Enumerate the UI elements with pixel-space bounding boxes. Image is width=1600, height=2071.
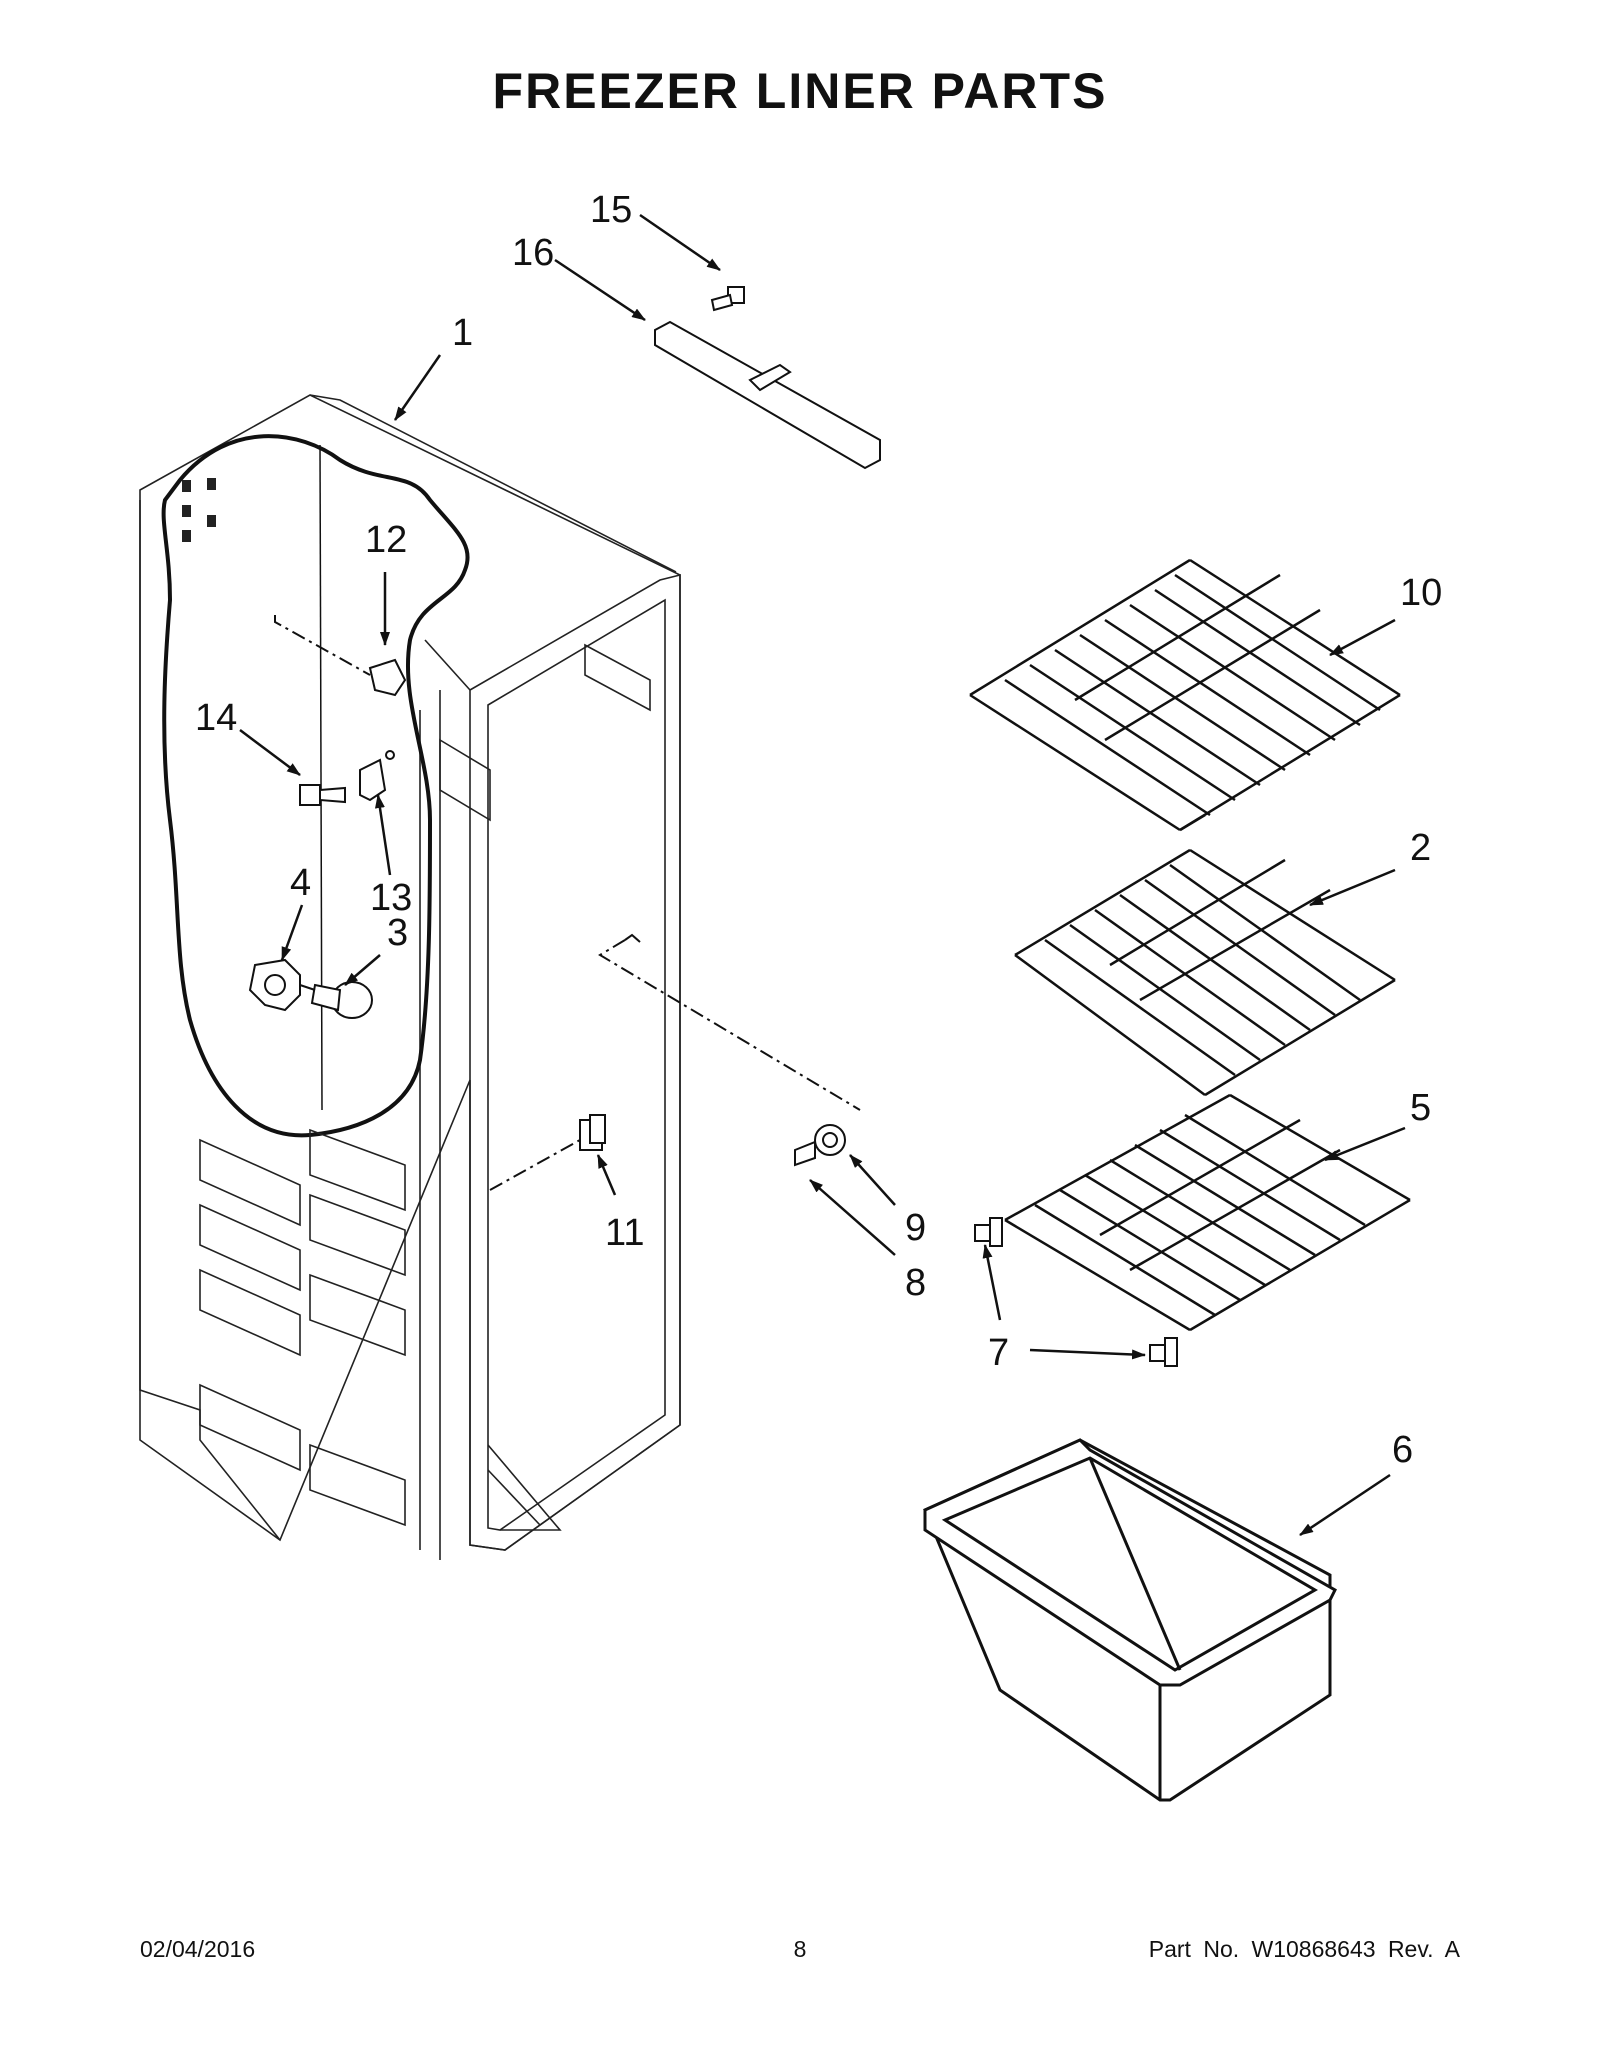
- callout-9: 9: [905, 1207, 926, 1249]
- shelf-5: [1004, 1093, 1411, 1332]
- page-title: FREEZER LINER PARTS: [492, 63, 1108, 119]
- part-8-9-stop: [794, 1124, 846, 1167]
- callout-10: 10: [1400, 572, 1442, 614]
- callout-1: 1: [452, 312, 473, 354]
- callout-6: 6: [1392, 1429, 1413, 1471]
- freezer-bin: [923, 1438, 1337, 1802]
- dashdot-9: [598, 939, 861, 1111]
- footer-date: 02/04/2016: [140, 1936, 256, 1962]
- freezer-liner: [139, 394, 681, 1560]
- shelf-support-right: [1149, 1337, 1178, 1367]
- shelf-2: [1014, 848, 1396, 1097]
- callout-11: 11: [605, 1212, 644, 1254]
- shelf-support-left: [974, 1217, 1003, 1247]
- rail-16: [654, 320, 881, 470]
- screw-15: [710, 286, 745, 312]
- bulb-socket: [248, 958, 301, 1012]
- callout-14: 14: [195, 697, 237, 739]
- callout-4: 4: [290, 862, 311, 904]
- callout-12: 12: [365, 519, 407, 561]
- leader-lines: [239, 213, 1406, 1537]
- callout-5: 5: [1410, 1087, 1431, 1129]
- dashdot-11: [489, 1139, 581, 1191]
- callout-2: 2: [1410, 827, 1431, 869]
- cutaway-outline: [161, 434, 470, 1138]
- light-bulb: [299, 981, 373, 1019]
- liner-panels: [199, 1128, 406, 1527]
- bracket-13: [359, 750, 395, 802]
- callout-7: 7: [988, 1332, 1009, 1374]
- mounting-holes: [182, 478, 216, 542]
- callout-13: 13: [370, 877, 412, 919]
- callout-16: 16: [512, 232, 554, 274]
- slot-marker: [624, 933, 641, 943]
- center-line: [319, 444, 323, 1111]
- callout-8: 8: [905, 1262, 926, 1304]
- part-12-clip: [368, 658, 407, 697]
- screw-14: [299, 784, 346, 806]
- callout-3: 3: [387, 912, 408, 954]
- shelf-10: [969, 558, 1401, 832]
- callout-15: 15: [590, 189, 632, 231]
- footer-part-number: Part No. W10868643 Rev. A: [1148, 1936, 1460, 1962]
- part-11-sensor: [579, 1114, 606, 1151]
- footer-page-number: 8: [793, 1936, 807, 1962]
- dashdot-12: [274, 615, 371, 676]
